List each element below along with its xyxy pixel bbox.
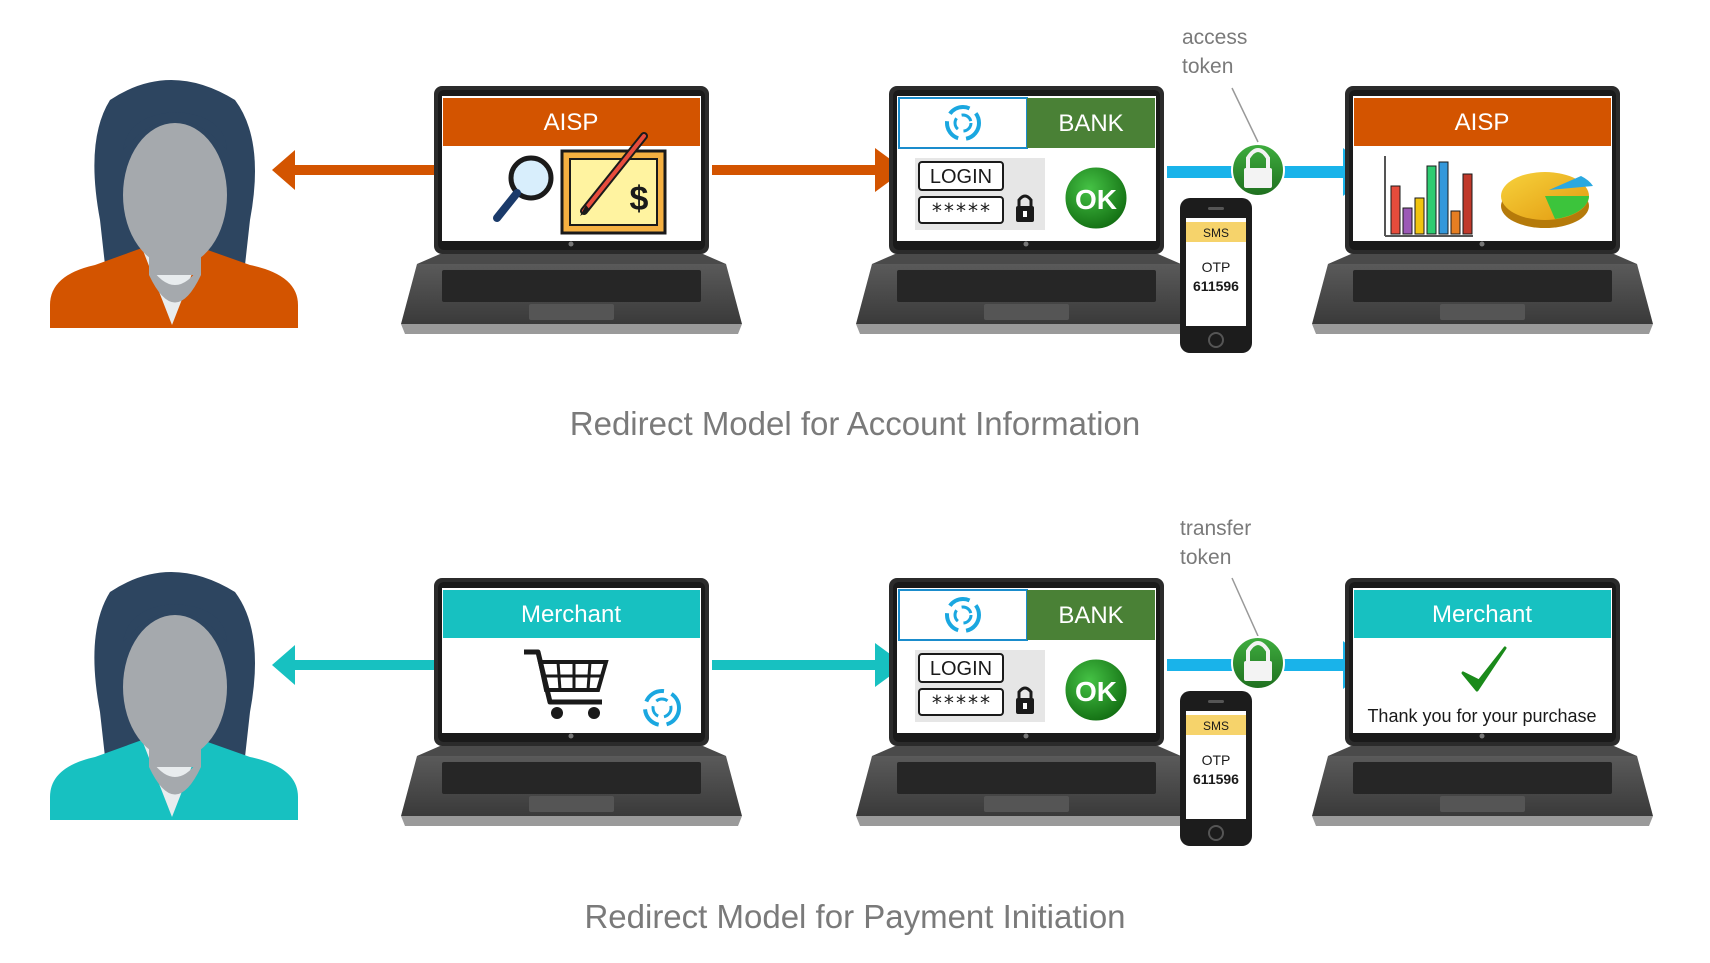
login-field[interactable] (918, 161, 1004, 191)
merchant-title: Merchant (521, 601, 621, 628)
ok-label: OK (1075, 184, 1117, 215)
aisp-result-title: AISP (1455, 109, 1510, 136)
otp-code: 611596 (1193, 771, 1239, 787)
password-mask: ***** (931, 691, 991, 715)
aisp-header (443, 98, 700, 146)
ok-button[interactable] (1062, 164, 1130, 232)
bank-header (1027, 98, 1155, 148)
user-avatar (50, 80, 298, 328)
phone-otp: SMS OTP 611596 (1180, 691, 1252, 846)
redirect-arrow-merchant-bank (712, 643, 905, 687)
ok-label: OK (1075, 676, 1117, 707)
token-arrow-bank-aisp (1167, 143, 1373, 197)
shopping-cart-icon (524, 649, 609, 719)
login-label: LOGIN (930, 658, 992, 680)
password-field[interactable] (918, 196, 1004, 224)
green-lock-icon (1231, 636, 1285, 690)
svg-text:token: token (1180, 546, 1231, 569)
row-payment-initiation: Merchant (50, 517, 1653, 935)
padlock-icon (1016, 686, 1034, 714)
laptop-aisp-result: AISP (1312, 86, 1653, 334)
laptop-bank: BANK LOGIN ***** OK (856, 86, 1197, 334)
spinner-logo-icon (945, 105, 981, 141)
otp-label: OTP (1202, 752, 1231, 768)
token-arrow-bank-merchant (1167, 636, 1373, 690)
login-label: LOGIN (930, 166, 992, 188)
sms-label: SMS (1203, 226, 1229, 240)
transfer-token-label: transfer token (1180, 517, 1259, 637)
spinner-logo-icon (643, 689, 681, 727)
bank-title: BANK (1058, 602, 1123, 629)
laptop-merchant: Merchant (401, 578, 742, 826)
sms-label: SMS (1203, 719, 1229, 733)
green-lock-icon (1231, 143, 1285, 197)
otp-code: 611596 (1193, 278, 1239, 294)
laptop-merchant-result: Merchant Thank you for your purchase (1312, 578, 1653, 826)
bar-chart-icon (1384, 156, 1473, 237)
login-field[interactable] (918, 653, 1004, 683)
purchase-thank-you: Thank you for your purchase (1367, 706, 1596, 726)
laptop-bank: BANK LOGIN ***** OK (856, 578, 1197, 826)
phone-otp: SMS OTP 611596 (1180, 198, 1252, 353)
svg-text:token: token (1182, 55, 1233, 78)
padlock-icon (1016, 194, 1034, 222)
svg-text:access: access (1182, 26, 1247, 49)
caption-payment-initiation: Redirect Model for Payment Initiation (584, 898, 1125, 935)
svg-text:$: $ (630, 180, 649, 218)
access-token-label: access token (1182, 26, 1259, 143)
laptop-aisp: AISP $ (401, 86, 742, 334)
row-account-information: AISP $ (50, 26, 1653, 442)
caption-account-information: Redirect Model for Account Information (570, 405, 1140, 442)
otp-label: OTP (1202, 259, 1231, 275)
password-field[interactable] (918, 688, 1004, 716)
magnifier-icon (493, 155, 554, 222)
pie-chart-icon (1501, 172, 1593, 228)
redirect-arrow-aisp-bank (712, 148, 905, 192)
spinner-logo-icon (945, 597, 981, 633)
aisp-title: AISP (544, 109, 599, 136)
svg-text:transfer: transfer (1180, 517, 1251, 540)
ok-button[interactable] (1062, 656, 1130, 724)
checkmark-icon (1461, 646, 1507, 692)
bank-title: BANK (1058, 110, 1123, 137)
password-mask: ***** (931, 199, 991, 223)
check-document-icon: $ (560, 132, 667, 235)
user-avatar (50, 572, 298, 820)
merchant-result-title: Merchant (1432, 601, 1532, 628)
